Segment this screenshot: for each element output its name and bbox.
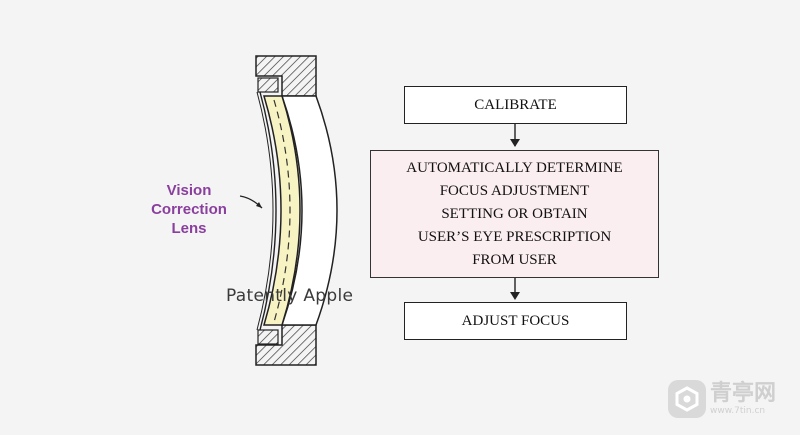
lens-label-line2: Correction <box>151 201 227 218</box>
bottom-clip <box>257 329 279 345</box>
inner-shell <box>259 91 277 331</box>
step2-line3: SETTING OR OBTAIN <box>441 205 588 222</box>
lens-label-line3: Lens <box>171 220 207 237</box>
vision-correction-lens <box>262 95 301 326</box>
step-determine-focus: AUTOMATICALLY DETERMINE FOCUS ADJUSTMENT… <box>370 150 659 278</box>
patently-apple-watermark: Patently Apple <box>226 286 354 306</box>
step2-line2: FOCUS ADJUSTMENT <box>439 182 590 199</box>
step-calibrate-text: CALIBRATE <box>474 96 557 113</box>
top-clip <box>257 77 279 93</box>
vision-correction-lens-label: Vision Correction Lens <box>140 181 238 238</box>
step-adjust-text: ADJUST FOCUS <box>461 312 570 329</box>
step-adjust-focus: ADJUST FOCUS <box>404 302 627 340</box>
dashed-curve <box>273 99 291 323</box>
site-name: 青亭网 <box>710 380 777 406</box>
step2-line4: USER’S EYE PRESCRIPTION <box>417 228 612 245</box>
display-lens <box>280 95 338 326</box>
site-badge: 青亭网 www.7tin.cn <box>668 380 776 418</box>
hexagon-logo-icon <box>668 380 706 418</box>
step2-line1: AUTOMATICALLY DETERMINE <box>406 159 623 176</box>
site-url: www.7tin.cn <box>710 405 766 416</box>
lens-label-line1: Vision <box>166 182 212 199</box>
step2-line5: FROM USER <box>472 251 557 268</box>
step-calibrate: CALIBRATE <box>404 86 627 124</box>
